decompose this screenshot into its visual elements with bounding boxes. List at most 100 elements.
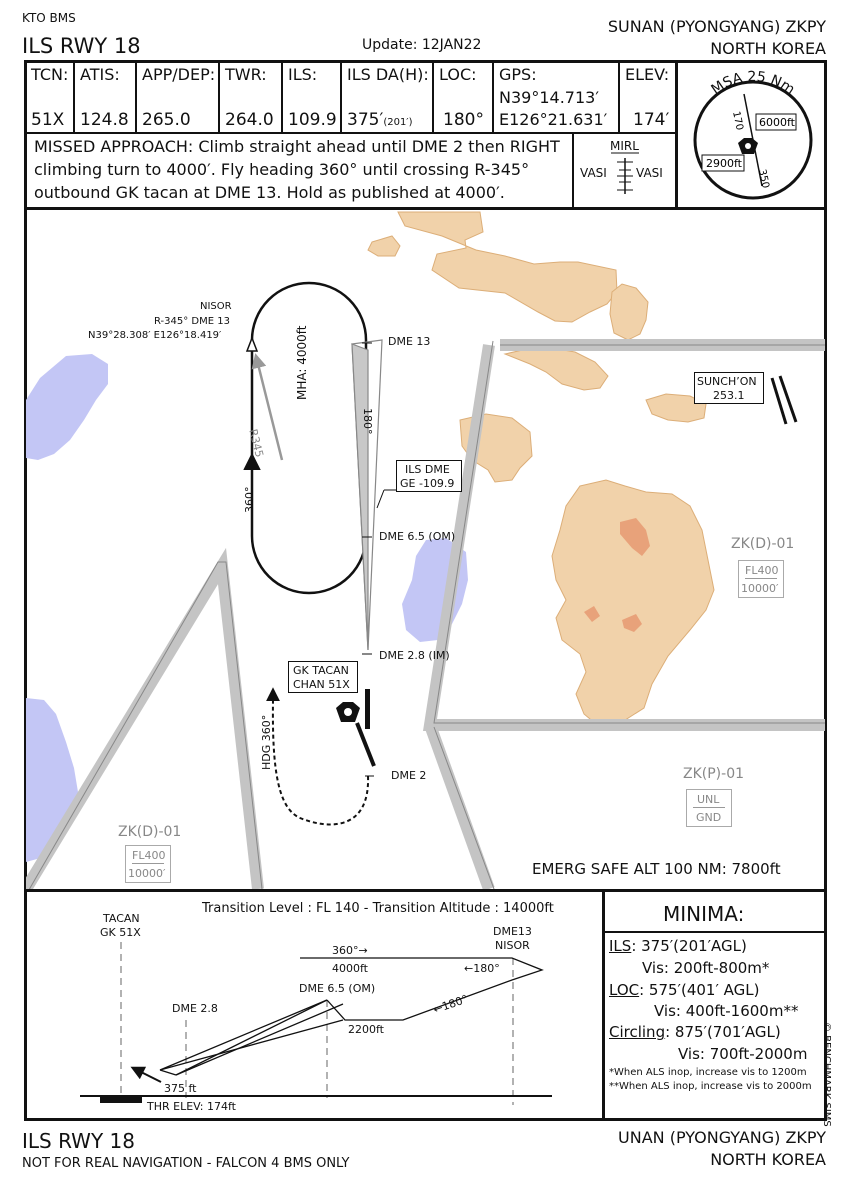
profile-dme65: DME 6.5 (OM) bbox=[299, 982, 376, 995]
footer-disclaimer: NOT FOR REAL NAVIGATION - FALCON 4 BMS O… bbox=[22, 1156, 350, 1171]
ils-value: 109.9 bbox=[288, 110, 337, 130]
transition-level: Transition Level : FL 140 - Transition A… bbox=[202, 901, 554, 916]
airspace-boundaries bbox=[26, 339, 825, 889]
r345-radial bbox=[251, 353, 284, 461]
msa-alt-east: 6000ft bbox=[759, 116, 796, 129]
runway-18 bbox=[365, 689, 370, 729]
twr-cell: TWR: 264.0 bbox=[220, 62, 283, 132]
country-name: NORTH KOREA bbox=[710, 39, 826, 58]
gps-cell: GPS: N39°14.713′ E126°21.631′ bbox=[494, 62, 620, 132]
dme-ticks bbox=[362, 342, 372, 655]
minima-loc-label: LOC bbox=[609, 981, 640, 999]
profile-hold-inbound: ←180° bbox=[464, 962, 500, 975]
dme65-label: DME 6.5 (OM) bbox=[379, 530, 456, 543]
profile-fap-altitude: 2200ft bbox=[348, 1023, 384, 1036]
zk-p01-limits: UNL GND bbox=[686, 789, 732, 827]
ils-dme-box: ILS DME GE -109.9 bbox=[396, 460, 462, 492]
missed-approach-line-1: MISSED APPROACH: Climb straight ahead un… bbox=[34, 137, 560, 156]
minima-circling-label: Circling bbox=[609, 1023, 666, 1041]
profile-dme13: DME13 bbox=[493, 925, 532, 938]
zk-d01-east-name: ZK(D)-01 bbox=[731, 536, 795, 552]
zk-d01-west-limits: FL400 10000′ bbox=[125, 845, 171, 883]
zk-p01-top: UNL bbox=[697, 793, 720, 806]
elev-label: ELEV: bbox=[625, 65, 670, 84]
dme28-label: DME 2.8 (IM) bbox=[379, 649, 450, 662]
footer-procedure: ILS RWY 18 bbox=[22, 1129, 135, 1153]
missed-approach-line-3: outbound GK tacan at DME 13. Hold as pub… bbox=[34, 183, 505, 202]
loc-label: LOC: bbox=[439, 65, 477, 84]
missed-approach-path bbox=[266, 687, 376, 826]
ils-dme-channel: GE -109.9 bbox=[400, 477, 455, 490]
gk-tacan-channel: CHAN 51X bbox=[293, 678, 350, 691]
minima-title-divider bbox=[605, 931, 825, 933]
tcn-label: TCN: bbox=[31, 65, 69, 84]
gk-tacan-icon bbox=[336, 702, 360, 722]
appdep-cell: APP/DEP: 265.0 bbox=[137, 62, 220, 132]
airport-name: SUNAN (PYONGYANG) ZKPY bbox=[607, 17, 826, 36]
chart-source: KTO BMS bbox=[22, 11, 76, 25]
loc-value: 180° bbox=[443, 110, 484, 130]
sunchon-airfield-icon bbox=[770, 375, 798, 425]
msa-divider bbox=[675, 60, 678, 209]
profile-nisor: NISOR bbox=[495, 939, 530, 952]
msa-tacan-icon bbox=[738, 138, 758, 154]
ils-cell: ILS: 109.9 bbox=[283, 62, 342, 132]
elev-cell: ELEV: 174′ bbox=[620, 62, 676, 132]
minima-divider bbox=[602, 890, 605, 1121]
emergency-safe-altitude: EMERG SAFE ALT 100 NM: 7800ft bbox=[532, 860, 781, 878]
profile-decision-altitude: 375 ft bbox=[164, 1082, 197, 1095]
twr-label: TWR: bbox=[225, 65, 267, 84]
minima-title: MINIMA: bbox=[663, 902, 745, 926]
profile-tacan-channel: GK 51X bbox=[100, 926, 141, 939]
da-label: ILS DA(H): bbox=[347, 65, 429, 84]
profile-fix-lines bbox=[120, 942, 514, 1105]
footer-airport: UNAN (PYONGYANG) ZKPY bbox=[618, 1128, 826, 1147]
copyright: © BENCHMARK SIMS bbox=[821, 1022, 832, 1127]
vasi-right-label: VASI bbox=[636, 166, 663, 180]
gps-lat: N39°14.713′ bbox=[499, 88, 599, 107]
holding-pattern bbox=[243, 281, 368, 595]
plan-top-border bbox=[24, 207, 827, 210]
elev-value: 174′ bbox=[633, 110, 670, 130]
localizer-course bbox=[351, 343, 369, 651]
profile-hold-altitude: 4000ft bbox=[332, 962, 368, 975]
profile-runway bbox=[100, 1096, 142, 1103]
da-cell: ILS DA(H): 375′(201′) bbox=[342, 62, 434, 132]
minima-loc-vis: Vis: 400ft-1600m** bbox=[654, 1002, 799, 1020]
nisor-coordinates: N39°28.308′ E126°18.419′ bbox=[88, 330, 222, 341]
profile-hold-outbound: 360°→ bbox=[332, 944, 368, 957]
sunchon-name: SUNCH’ON bbox=[697, 375, 757, 388]
msa-bearing-170: 170 bbox=[730, 110, 745, 131]
msa-alt-west: 2900ft bbox=[706, 157, 743, 170]
minima-ils-value: : 375′(201′AGL) bbox=[631, 937, 747, 955]
ils-dme-label: ILS DME bbox=[405, 463, 450, 476]
zk-d01-west-name: ZK(D)-01 bbox=[118, 824, 182, 840]
tcn-cell: TCN: 51X bbox=[26, 62, 75, 132]
minima-note-2: **When ALS inop, increase vis to 2000m bbox=[609, 1081, 812, 1092]
missed-approach-line-2: climbing turn to 4000′. Fly heading 360°… bbox=[34, 160, 530, 179]
nisor-name: NISOR bbox=[200, 301, 232, 312]
approach-profile-path bbox=[159, 957, 544, 1076]
zk-d01-west-bottom: 10000′ bbox=[128, 867, 166, 880]
update-date: Update: 12JAN22 bbox=[362, 37, 482, 53]
msa-bearing-350: 350 bbox=[756, 168, 771, 189]
atis-value: 124.8 bbox=[80, 110, 129, 130]
dme13-label: DME 13 bbox=[388, 335, 431, 348]
minima-ils: ILS: 375′(201′AGL) bbox=[609, 939, 747, 954]
lighting-divider bbox=[572, 132, 574, 208]
minima-circling-value: : 875′(701′AGL) bbox=[665, 1023, 781, 1041]
tcn-value: 51X bbox=[31, 110, 65, 130]
loc-cell: LOC: 180° bbox=[434, 62, 494, 132]
gps-label: GPS: bbox=[499, 65, 537, 84]
minima-note-1: *When ALS inop, increase vis to 1200m bbox=[609, 1067, 807, 1078]
profile-dme28: DME 2.8 bbox=[172, 1002, 218, 1015]
minima-ils-vis: Vis: 200ft-800m* bbox=[642, 959, 770, 977]
gps-lon: E126°21.631′ bbox=[499, 110, 608, 129]
sunchon-frequency: 253.1 bbox=[713, 389, 745, 402]
zk-d01-west-top: FL400 bbox=[132, 849, 166, 862]
zk-d01-east-top: FL400 bbox=[745, 564, 779, 577]
appdep-label: APP/DEP: bbox=[142, 65, 216, 84]
gk-tacan-label: GK TACAN bbox=[293, 664, 349, 677]
da-value: 375′ bbox=[347, 110, 384, 130]
